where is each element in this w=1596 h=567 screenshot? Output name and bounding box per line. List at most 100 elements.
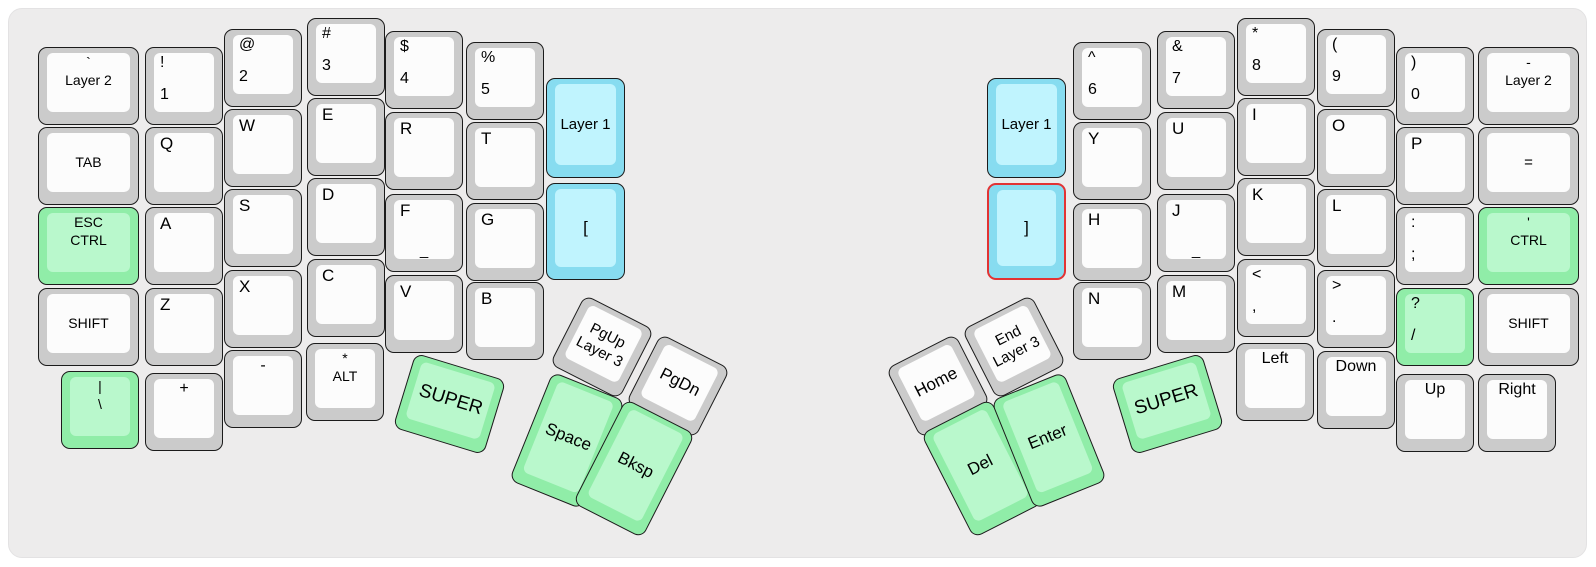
keycap-top: |\ [70,377,130,436]
key-l[interactable]: L [1317,189,1395,267]
key-esc-ctrl[interactable]: ESC CTRL [38,207,139,285]
key-i[interactable]: I [1237,98,1315,176]
key-m[interactable]: M [1157,275,1235,353]
keycap-top: U [1166,118,1226,177]
key-star-8[interactable]: *8 [1237,18,1315,96]
key-exclam-1[interactable]: !1 [145,47,223,125]
key-question-slash[interactable]: ?/ [1396,288,1474,366]
key-label: * [342,350,348,366]
key-hash-3[interactable]: #3 [307,18,385,96]
key-plus[interactable]: + [145,373,223,451]
key-quote-ctrl[interactable]: ' CTRL [1478,207,1579,285]
key-label: H [1088,210,1101,229]
key-layer1-left[interactable]: Layer 1 [546,78,625,178]
key-label: SUPER [416,380,486,420]
key-label: Layer 1 [560,115,611,133]
key-shift-right[interactable]: SHIFT [1478,288,1579,366]
key-minus-layer2[interactable]: -Layer 2 [1478,47,1579,125]
keycap-top: F_ [394,200,454,259]
key-caret-6[interactable]: ^6 [1073,42,1151,120]
keycap-top: ' CTRL [1487,213,1570,272]
key-a[interactable]: A [145,207,223,285]
key-q[interactable]: Q [145,127,223,205]
key-d[interactable]: D [307,178,385,256]
key-amp-7[interactable]: &7 [1157,31,1235,109]
homing-mark: _ [419,242,429,259]
key-percent-5[interactable]: %5 [466,42,544,120]
key-j[interactable]: J_ [1157,194,1235,272]
key-n[interactable]: N [1073,282,1151,360]
key-label: # [322,25,331,42]
key-b[interactable]: B [466,282,544,360]
key-label: CTRL [70,232,107,248]
key-u[interactable]: U [1157,112,1235,190]
keycap-top: %5 [475,48,535,107]
keycap-top: SHIFT [47,294,130,353]
key-label: Right [1498,381,1536,398]
key-up-arrow[interactable]: Up [1396,374,1474,452]
key-label: ( [1332,36,1338,53]
key-label: ! [160,54,165,71]
key-lbracket[interactable]: [ [546,183,625,280]
key-layer2-left[interactable]: `Layer 2 [38,47,139,125]
keycap-top: I [1246,104,1306,163]
key-label: U [1172,119,1185,138]
key-label: G [481,210,495,229]
key-rparen-0[interactable]: )0 [1396,47,1474,125]
key-label: ESC [74,214,103,230]
key-label: - [1526,54,1531,70]
key-label: T [481,129,492,148]
key-left-arrow[interactable]: Left [1236,343,1314,421]
key-label: 1 [160,86,169,103]
key-pipe-backslash[interactable]: |\ [61,371,139,449]
key-g[interactable]: G [466,203,544,281]
key-lt-comma[interactable]: <, [1237,259,1315,337]
key-p[interactable]: P [1396,127,1474,205]
key-o[interactable]: O [1317,109,1395,187]
key-y[interactable]: Y [1073,122,1151,200]
key-lparen-9[interactable]: (9 [1317,29,1395,107]
key-w[interactable]: W [224,109,302,187]
key-label: < [1252,266,1262,283]
key-label: $ [400,38,409,55]
key-label: CTRL [1510,232,1547,248]
key-gt-period[interactable]: >. [1317,270,1395,348]
key-z[interactable]: Z [145,288,223,366]
key-label: Down [1335,358,1377,375]
keycap-top: H [1082,209,1142,268]
key-r[interactable]: R [385,112,463,190]
key-colon-semicolon[interactable]: :; [1396,207,1474,285]
key-h[interactable]: H [1073,203,1151,281]
key-v[interactable]: V [385,275,463,353]
key-s[interactable]: S [224,189,302,267]
key-k[interactable]: K [1237,178,1315,256]
key-minus-left[interactable]: - [224,350,302,428]
key-right-arrow[interactable]: Right [1478,374,1556,452]
key-label: & [1172,38,1183,55]
key-at-2[interactable]: @2 [224,29,302,107]
key-t[interactable]: T [466,122,544,200]
key-star-alt[interactable]: *ALT [306,343,384,421]
key-tab[interactable]: TAB [38,127,139,205]
key-c[interactable]: C [307,259,385,337]
keycap-top: Y [1082,128,1142,187]
key-label: ^ [1088,49,1096,66]
key-x[interactable]: X [224,270,302,348]
key-label: ' [1527,214,1530,230]
key-label: Left [1261,350,1289,367]
key-label: V [400,282,412,301]
key-super-right[interactable]: SUPER [1110,352,1225,456]
key-e[interactable]: E [307,98,385,176]
key-dollar-4[interactable]: $4 [385,31,463,109]
key-equals[interactable]: = [1478,127,1579,205]
key-f[interactable]: F_ [385,194,463,272]
key-label: Z [160,295,171,314]
key-shift-left[interactable]: SHIFT [38,288,139,366]
key-down-arrow[interactable]: Down [1317,351,1395,429]
keycap-top: E [316,104,376,163]
key-rbracket[interactable]: ] [987,183,1066,280]
keycap-top: O [1326,115,1386,174]
keycap-top: [ [555,189,616,267]
key-super-left[interactable]: SUPER [392,352,507,456]
key-layer1-right[interactable]: Layer 1 [987,78,1066,178]
